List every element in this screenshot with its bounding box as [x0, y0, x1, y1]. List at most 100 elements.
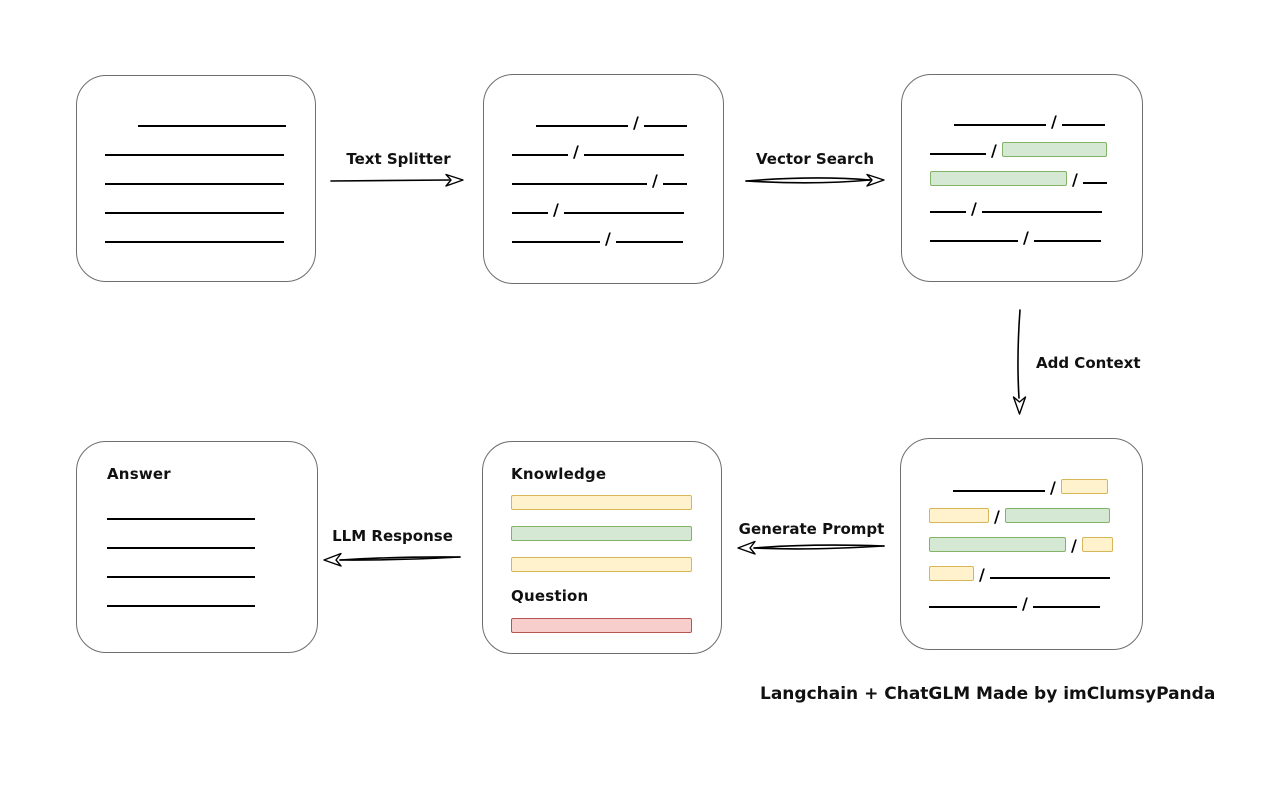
text-line [1082, 182, 1107, 184]
yellow-chunk [1060, 479, 1108, 494]
llm-response-arrow [323, 552, 461, 567]
text-line [981, 211, 1102, 213]
slash-separator: / [1022, 594, 1028, 613]
slash-separator: / [633, 113, 639, 132]
slash-separator: / [979, 565, 985, 584]
green-chunk [1001, 142, 1107, 157]
text-row: / [512, 200, 695, 219]
yellow-chunk [511, 495, 692, 510]
indent-spacer [930, 127, 954, 128]
text-line [929, 606, 1017, 608]
add-context-arrow [1012, 309, 1027, 415]
footer-credit: Langchain + ChatGLM Made by imClumsyPand… [760, 684, 1216, 704]
knowledge-bars [511, 494, 693, 572]
split-text-lines: / / / / / [484, 75, 723, 283]
answer-box: Answer [76, 441, 318, 653]
add-context-label: Add Context [1036, 354, 1141, 372]
vector-search-label: Vector Search [755, 150, 874, 168]
text-line [930, 211, 966, 213]
indent-spacer [512, 128, 536, 129]
slash-separator: / [573, 142, 579, 161]
text-row: / [930, 199, 1114, 218]
slash-separator: / [1051, 112, 1057, 131]
text-line [107, 518, 255, 520]
text-line [105, 211, 284, 214]
green-chunk [511, 526, 692, 541]
text-row [511, 617, 693, 633]
text-row: / [930, 112, 1114, 131]
slash-separator: / [994, 507, 1000, 526]
yellow-chunk [511, 557, 692, 572]
context-box: ///// [900, 438, 1143, 650]
text-line [512, 154, 568, 156]
text-line [563, 212, 684, 214]
text-row [105, 171, 287, 187]
answer-lines [107, 506, 287, 609]
text-line [512, 183, 647, 185]
text-row: / [929, 565, 1114, 584]
text-row [107, 506, 287, 522]
text-line [662, 183, 687, 185]
vector-matched-lines: / / / / / [902, 75, 1142, 281]
slash-separator: / [553, 200, 559, 219]
answer-label: Answer [107, 465, 171, 483]
text-line [1033, 240, 1101, 242]
text-line [583, 154, 684, 156]
text-row: / [929, 478, 1114, 497]
slash-separator: / [1023, 228, 1029, 247]
indent-spacer [105, 128, 138, 129]
answer-content: Answer [77, 442, 317, 609]
context-lines: ///// [901, 439, 1142, 649]
text-line [107, 576, 255, 578]
text-line [105, 240, 284, 243]
text-row [511, 556, 693, 572]
text-row [107, 535, 287, 551]
slash-separator: / [1072, 170, 1078, 189]
prompt-box: Knowledge Question [482, 441, 722, 654]
text-row [511, 494, 693, 510]
slash-separator: / [605, 229, 611, 248]
text-line [1032, 606, 1100, 608]
text-line [105, 182, 284, 185]
knowledge-label: Knowledge [511, 465, 607, 483]
text-line [107, 605, 255, 607]
prompt-content: Knowledge Question [483, 442, 721, 633]
text-row: / [512, 113, 695, 132]
question-label: Question [511, 587, 589, 605]
split-text-box: / / / / / [483, 74, 724, 284]
generate-prompt-arrow [737, 540, 885, 555]
text-row [105, 200, 287, 216]
yellow-chunk [929, 508, 989, 523]
question-bar [511, 617, 693, 633]
text-line [105, 153, 284, 156]
text-row: / [512, 171, 695, 190]
text-row [105, 113, 287, 129]
source-document-lines [77, 76, 315, 281]
text-row: / [930, 170, 1114, 189]
text-row: / [512, 142, 695, 161]
text-splitter-arrow [330, 173, 464, 187]
text-line [1061, 124, 1105, 126]
vector-matched-box: / / / / / [901, 74, 1143, 282]
red-chunk [511, 618, 692, 633]
green-chunk [930, 171, 1067, 186]
text-splitter-label: Text Splitter [346, 150, 451, 168]
text-line [643, 125, 687, 127]
slash-separator: / [1050, 478, 1056, 497]
source-document-box [76, 75, 316, 282]
text-line [954, 124, 1046, 126]
slash-separator: / [991, 141, 997, 160]
text-row [107, 593, 287, 609]
text-row: / [930, 228, 1114, 247]
text-line [512, 241, 600, 243]
text-line [107, 547, 255, 549]
yellow-chunk [929, 566, 974, 581]
text-row: / [929, 507, 1114, 526]
slash-separator: / [971, 199, 977, 218]
llm-response-label: LLM Response [332, 527, 453, 545]
text-row [105, 229, 287, 245]
text-line [930, 240, 1018, 242]
green-chunk [929, 537, 1066, 552]
slash-separator: / [652, 171, 658, 190]
